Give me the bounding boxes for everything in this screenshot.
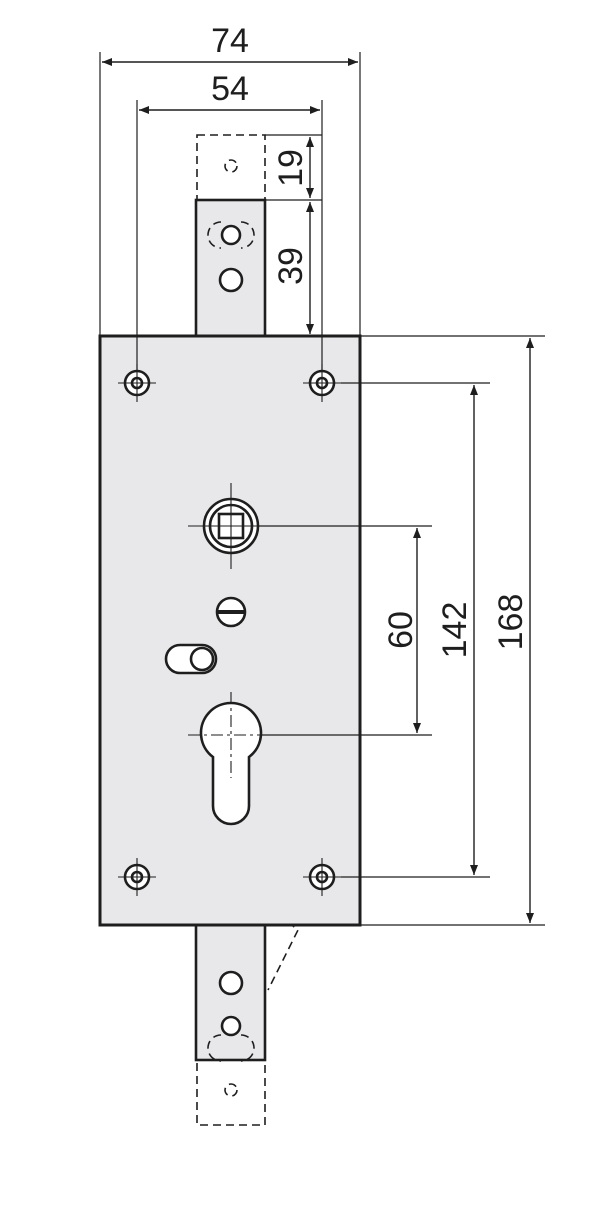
dim-label-bolt-top-height: 39 xyxy=(272,247,310,285)
top-bolt-hole-lower xyxy=(218,267,244,293)
top-bolt-ghost-hole xyxy=(224,159,238,173)
lock-case xyxy=(98,334,362,927)
dim-label-case-height: 168 xyxy=(492,594,530,651)
fixing-hole-top-left xyxy=(118,364,156,402)
bottom-bolt-extended-outline xyxy=(196,1054,266,1126)
dim-label-width-overall: 74 xyxy=(211,22,249,60)
top-bolt-hole-upper xyxy=(220,224,242,246)
latch-swing-dashed xyxy=(267,921,300,991)
dim-label-fixing-hole-spacing: 142 xyxy=(436,602,474,659)
fixing-hole-bottom-right xyxy=(303,858,341,896)
top-bolt-extended-outline xyxy=(196,134,266,206)
bottom-bolt-ghost-hole xyxy=(224,1083,238,1097)
dim-label-width-holes: 54 xyxy=(211,70,249,108)
bottom-bolt-hole-upper xyxy=(218,970,244,996)
dim-label-bolt-top-extension: 19 xyxy=(272,149,310,187)
slot-hole xyxy=(164,643,218,675)
bottom-bolt-hole-lower xyxy=(220,1015,242,1037)
fixing-hole-bottom-left xyxy=(118,858,156,896)
square-follower-icon xyxy=(188,483,274,569)
fixing-hole-top-right xyxy=(303,364,341,402)
euro-profile-cylinder-icon xyxy=(188,692,274,826)
screw-icon xyxy=(215,596,247,628)
dim-label-spindle-to-cylinder: 60 xyxy=(382,611,420,649)
